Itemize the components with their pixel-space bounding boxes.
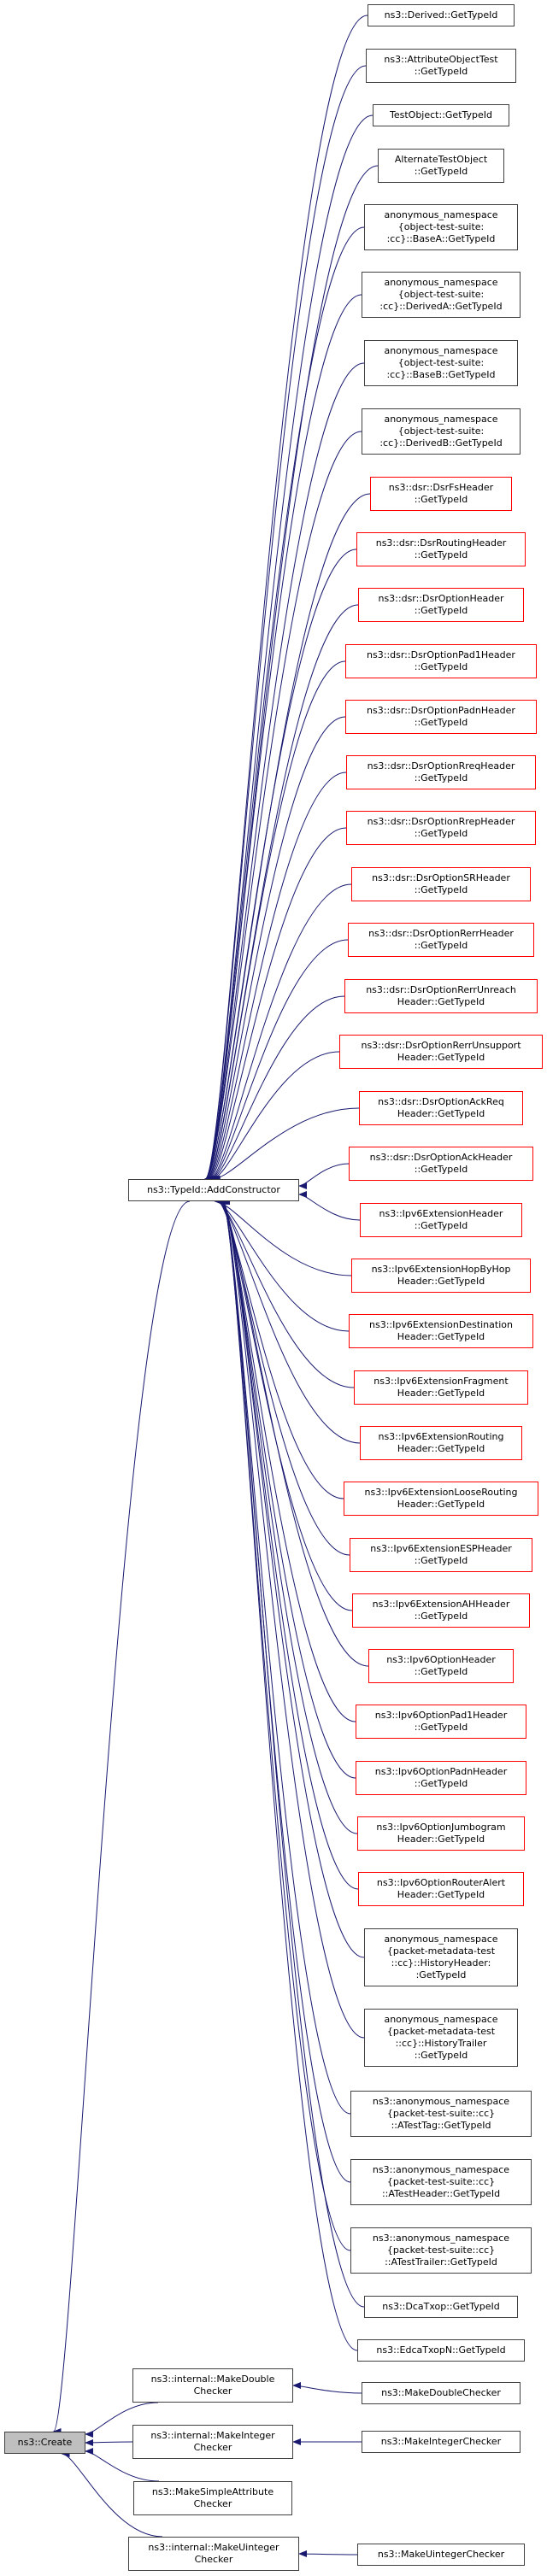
call-edge bbox=[52, 1200, 191, 2435]
call-edge bbox=[85, 2448, 160, 2482]
graph-node[interactable]: ns3::AttributeObjectTest ::GetTypeId bbox=[366, 49, 516, 83]
graph-node[interactable]: ns3::anonymous_namespace {packet-test-su… bbox=[350, 2159, 532, 2205]
call-edge bbox=[298, 2550, 358, 2558]
graph-node[interactable]: ns3::Ipv6OptionHeader ::GetTypeId bbox=[368, 1649, 514, 1683]
graph-node[interactable]: ns3::dsr::DsrOptionRerrHeader ::GetTypeI… bbox=[348, 923, 534, 957]
graph-node[interactable]: anonymous_namespace {object-test-suite: … bbox=[362, 408, 521, 455]
call-edge bbox=[298, 1163, 350, 1189]
graph-node[interactable]: ns3::Ipv6ExtensionFragment Header::GetTy… bbox=[354, 1370, 528, 1405]
graph-node[interactable]: TestObject::GetTypeId bbox=[373, 104, 509, 126]
graph-node[interactable]: ns3::internal::MakeUinteger Checker bbox=[128, 2537, 299, 2571]
graph-node[interactable]: anonymous_namespace {object-test-suite: … bbox=[364, 204, 518, 250]
graph-node[interactable]: ns3::Ipv6ExtensionHopByHop Header::GetTy… bbox=[351, 1259, 531, 1293]
call-edge bbox=[211, 1107, 360, 1182]
graph-node[interactable]: anonymous_namespace {object-test-suite: … bbox=[364, 340, 518, 386]
graph-node[interactable]: ns3::dsr::DsrOptionAckHeader ::GetTypeId bbox=[349, 1147, 533, 1181]
call-edge bbox=[219, 1198, 356, 1722]
call-edge bbox=[204, 362, 365, 1182]
graph-node[interactable]: ns3::dsr::DsrRoutingHeader ::GetTypeId bbox=[356, 532, 526, 566]
graph-node[interactable]: ns3::Ipv6ExtensionHeader ::GetTypeId bbox=[360, 1203, 522, 1237]
graph-node[interactable]: ns3::EdcaTxopN::GetTypeId bbox=[357, 2339, 525, 2362]
graph-node[interactable]: ns3::dsr::DsrOptionPad1Header ::GetTypeI… bbox=[345, 644, 537, 678]
call-edge bbox=[298, 1191, 361, 1221]
call-edge bbox=[221, 1198, 365, 1958]
graph-node[interactable]: ns3::dsr::DsrOptionRerrUnreach Header::G… bbox=[344, 979, 538, 1013]
call-edge bbox=[221, 1198, 365, 2308]
graph-node[interactable]: ns3::dsr::DsrOptionRreqHeader ::GetTypeI… bbox=[346, 755, 536, 789]
call-edge bbox=[209, 883, 352, 1182]
graph-node[interactable]: ns3::Ipv6ExtensionESPHeader ::GetTypeId bbox=[350, 1538, 532, 1572]
call-edge bbox=[207, 716, 346, 1182]
call-edge bbox=[218, 1198, 369, 1667]
call-edge bbox=[204, 294, 362, 1182]
graph-node[interactable]: anonymous_namespace {packet-metadata-tes… bbox=[364, 1928, 518, 1986]
graph-node[interactable]: ns3::Ipv6OptionPadnHeader ::GetTypeId bbox=[356, 1761, 526, 1795]
call-edge bbox=[61, 2450, 163, 2538]
call-edge bbox=[204, 431, 362, 1182]
graph-node[interactable]: ns3::Ipv6ExtensionRouting Header::GetTyp… bbox=[360, 1426, 522, 1460]
call-edge bbox=[205, 604, 359, 1182]
graph-node[interactable]: ns3::MakeSimpleAttribute Checker bbox=[133, 2481, 292, 2515]
call-edge bbox=[210, 1051, 340, 1182]
call-edge bbox=[221, 1198, 365, 2039]
root-node[interactable]: ns3::Create bbox=[4, 2432, 85, 2454]
call-edge bbox=[208, 827, 347, 1182]
graph-node[interactable]: ns3::Derived::GetTypeId bbox=[368, 4, 515, 26]
graph-node[interactable]: ns3::MakeUintegerChecker bbox=[357, 2544, 525, 2566]
graph-node[interactable]: ns3::internal::MakeDouble Checker bbox=[132, 2368, 293, 2403]
graph-node[interactable]: ns3::TypeId::AddConstructor bbox=[128, 1179, 299, 1201]
call-edge bbox=[292, 2382, 362, 2394]
call-edge bbox=[85, 2402, 159, 2438]
graph-node[interactable]: AlternateTestObject ::GetTypeId bbox=[378, 149, 504, 183]
graph-node[interactable]: ns3::Ipv6ExtensionLooseRouting Header::G… bbox=[344, 1482, 538, 1516]
graph-node[interactable]: ns3::Ipv6ExtensionAHHeader ::GetTypeId bbox=[352, 1593, 530, 1628]
graph-node[interactable]: ns3::Ipv6OptionRouterAlert Header::GetTy… bbox=[358, 1872, 524, 1906]
call-edge bbox=[209, 939, 349, 1182]
graph-node[interactable]: ns3::Ipv6OptionPad1Header ::GetTypeId bbox=[356, 1705, 526, 1739]
call-edge bbox=[85, 2438, 133, 2446]
graph-node[interactable]: ns3::anonymous_namespace {packet-test-su… bbox=[350, 2091, 532, 2137]
graph-node[interactable]: ns3::anonymous_namespace {packet-test-su… bbox=[350, 2227, 532, 2274]
graph-node[interactable]: ns3::internal::MakeInteger Checker bbox=[132, 2425, 293, 2459]
graph-node[interactable]: ns3::Ipv6OptionJumbogram Header::GetType… bbox=[357, 1816, 525, 1851]
graph-node[interactable]: anonymous_namespace {object-test-suite: … bbox=[362, 272, 521, 318]
graph-node[interactable]: ns3::MakeDoubleChecker bbox=[362, 2382, 521, 2404]
graph-node[interactable]: ns3::dsr::DsrOptionRerrUnsupport Header:… bbox=[339, 1035, 543, 1069]
graph-node[interactable]: ns3::DcaTxop::GetTypeId bbox=[364, 2296, 518, 2318]
call-edge bbox=[206, 660, 346, 1182]
call-edge bbox=[216, 1198, 344, 1499]
graph-node[interactable]: ns3::dsr::DsrOptionHeader ::GetTypeId bbox=[358, 588, 524, 622]
graph-node[interactable]: ns3::dsr::DsrOptionSRHeader ::GetTypeId bbox=[351, 867, 531, 901]
graph-node[interactable]: anonymous_namespace {packet-metadata-tes… bbox=[364, 2009, 518, 2067]
call-edge bbox=[210, 995, 345, 1182]
graph-node[interactable]: ns3::dsr::DsrOptionPadnHeader ::GetTypeI… bbox=[345, 700, 537, 734]
graph-node[interactable]: ns3::dsr::DsrOptionAckReq Header::GetTyp… bbox=[359, 1091, 523, 1125]
graph-node[interactable]: ns3::dsr::DsrFsHeader ::GetTypeId bbox=[370, 477, 512, 511]
call-edge bbox=[207, 772, 347, 1182]
call-edge bbox=[204, 549, 357, 1182]
graph-node[interactable]: ns3::MakeIntegerChecker bbox=[362, 2431, 521, 2453]
graph-node[interactable]: ns3::Ipv6ExtensionDestination Header::Ge… bbox=[349, 1314, 533, 1348]
graph-node[interactable]: ns3::dsr::DsrOptionRrepHeader ::GetTypeI… bbox=[346, 811, 536, 845]
call-edge bbox=[221, 1198, 358, 2351]
call-edge bbox=[204, 65, 367, 1182]
